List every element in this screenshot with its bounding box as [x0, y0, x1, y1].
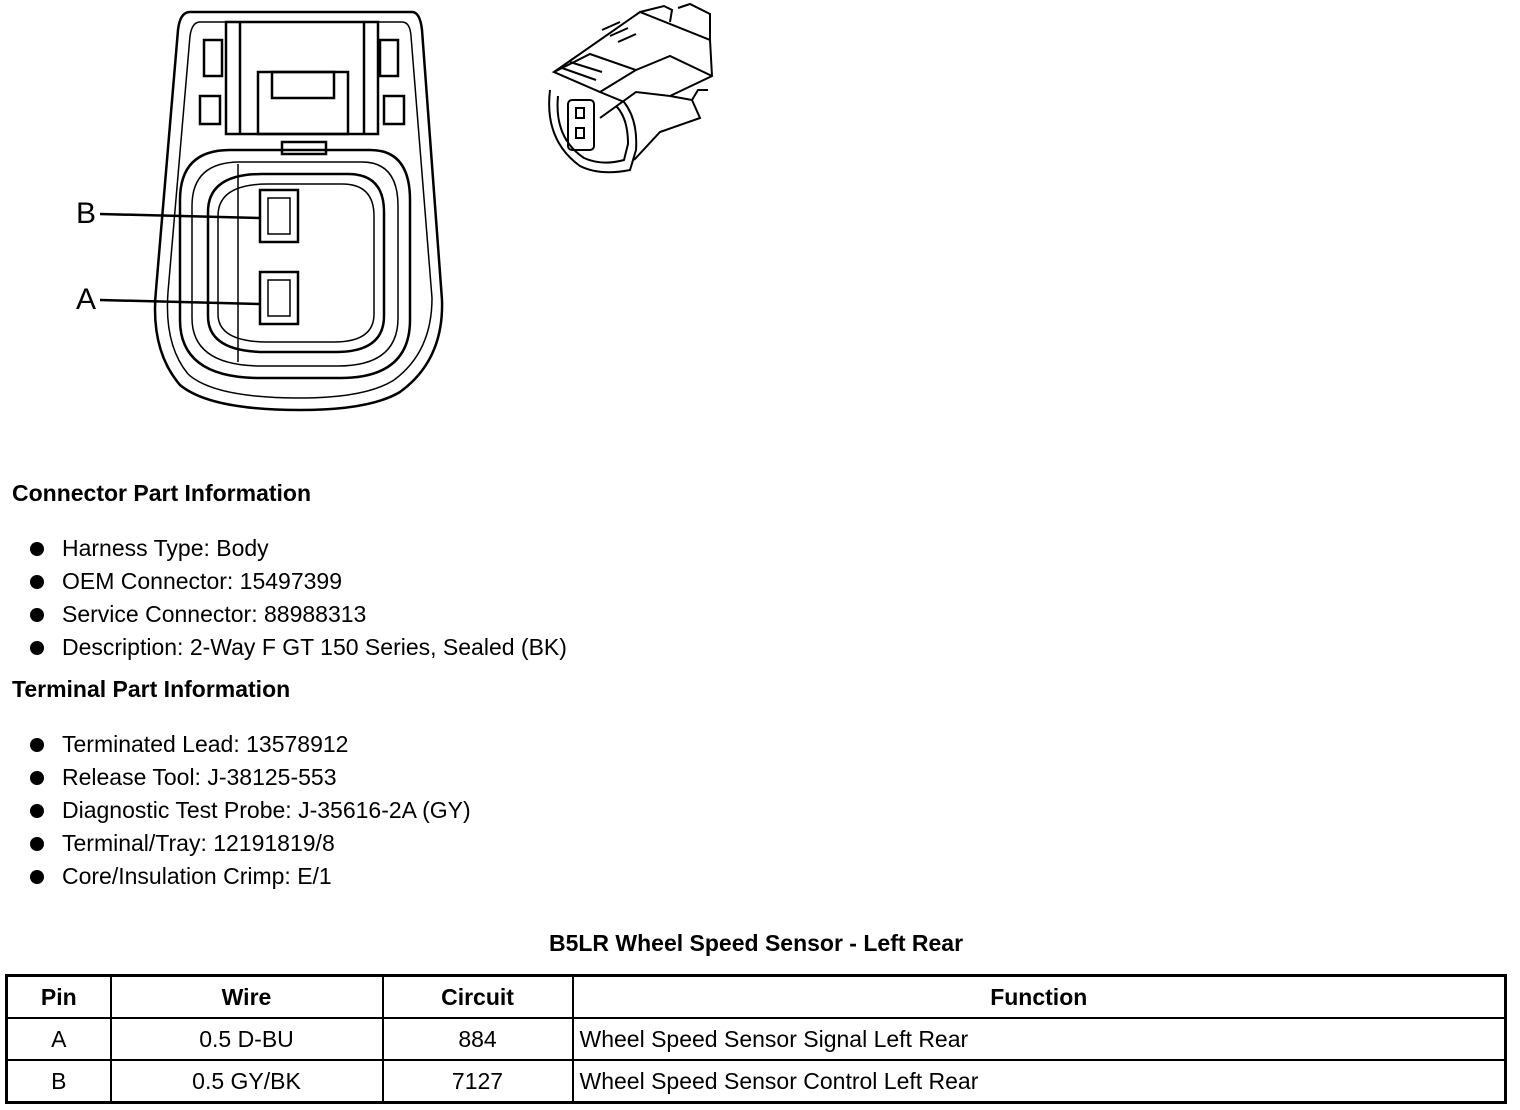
column-header-pin: Pin: [5, 974, 112, 1019]
list-item: OEM Connector: 15497399: [28, 565, 567, 598]
bullet-icon: [30, 608, 44, 622]
list-item-text: OEM Connector: 15497399: [62, 568, 343, 594]
cell-wire: 0.5 D-BU: [109, 1017, 384, 1061]
column-header-wire: Wire: [109, 974, 384, 1019]
list-item-text: Release Tool: J-38125-553: [62, 764, 337, 790]
table-header-row: Pin Wire Circuit Function: [5, 974, 1507, 1019]
list-item-text: Harness Type: Body: [62, 535, 269, 561]
cell-wire: 0.5 GY/BK: [109, 1059, 384, 1104]
list-item: Terminal/Tray: 12191819/8: [28, 827, 471, 860]
connector-iso-view: [548, 2, 714, 174]
pin-b-label: B: [76, 197, 97, 230]
bullet-icon: [30, 771, 44, 785]
list-item-text: Description: 2-Way F GT 150 Series, Seal…: [62, 634, 567, 660]
list-item-text: Service Connector: 88988313: [62, 601, 367, 627]
bullet-icon: [30, 738, 44, 752]
table-row: B 0.5 GY/BK 7127 Wheel Speed Sensor Cont…: [5, 1059, 1507, 1104]
table-row: A 0.5 D-BU 884 Wheel Speed Sensor Signal…: [5, 1017, 1507, 1061]
list-item: Harness Type: Body: [28, 532, 567, 565]
list-item-text: Terminated Lead: 13578912: [62, 731, 349, 757]
list-item-text: Terminal/Tray: 12191819/8: [62, 830, 335, 856]
bullet-icon: [30, 804, 44, 818]
list-item-text: Diagnostic Test Probe: J-35616-2A (GY): [62, 797, 471, 823]
cell-pin: A: [5, 1017, 112, 1061]
list-item: Core/Insulation Crimp: E/1: [28, 860, 471, 893]
table-title: B5LR Wheel Speed Sensor - Left Rear: [548, 930, 964, 956]
list-item-text: Core/Insulation Crimp: E/1: [62, 863, 332, 889]
list-item: Terminated Lead: 13578912: [28, 728, 471, 761]
cell-function: Wheel Speed Sensor Control Left Rear: [571, 1059, 1507, 1104]
cell-circuit: 884: [381, 1017, 574, 1061]
bullet-icon: [30, 575, 44, 589]
pinout-table: Pin Wire Circuit Function A 0.5 D-BU 884…: [5, 974, 1507, 1104]
pin-a-label: A: [76, 283, 97, 316]
terminal-info-heading: Terminal Part Information: [12, 676, 291, 702]
column-header-function: Function: [571, 974, 1507, 1019]
connector-info-heading: Connector Part Information: [12, 480, 312, 506]
bullet-icon: [30, 641, 44, 655]
list-item: Service Connector: 88988313: [28, 598, 567, 631]
bullet-icon: [30, 837, 44, 851]
list-item: Description: 2-Way F GT 150 Series, Seal…: [28, 631, 567, 664]
list-item: Diagnostic Test Probe: J-35616-2A (GY): [28, 794, 471, 827]
list-item: Release Tool: J-38125-553: [28, 761, 471, 794]
bullet-icon: [30, 542, 44, 556]
column-header-circuit: Circuit: [381, 974, 574, 1019]
cell-function: Wheel Speed Sensor Signal Left Rear: [571, 1017, 1507, 1061]
connector-info-list: Harness Type: Body OEM Connector: 154973…: [28, 532, 567, 664]
terminal-info-list: Terminated Lead: 13578912 Release Tool: …: [28, 728, 471, 893]
bullet-icon: [30, 870, 44, 884]
cell-circuit: 7127: [381, 1059, 574, 1104]
cell-pin: B: [5, 1059, 112, 1104]
connector-face-diagram: [99, 10, 444, 412]
